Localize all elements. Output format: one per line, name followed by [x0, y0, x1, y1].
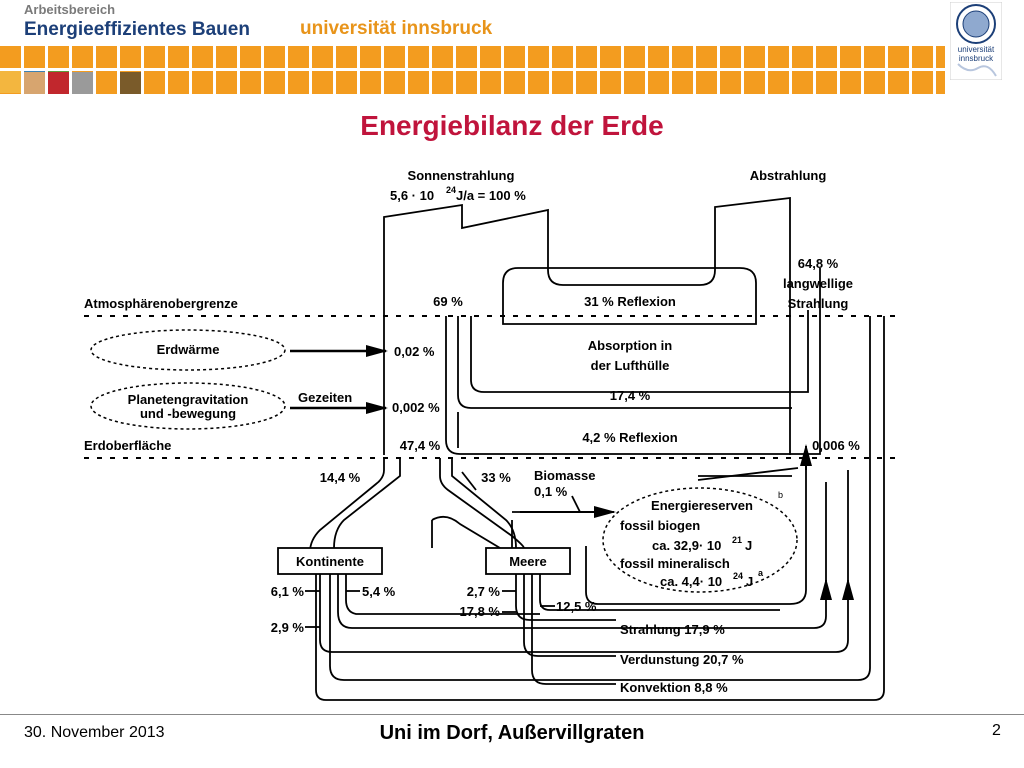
label-5-4: 5,4 %	[362, 584, 396, 599]
university-name: universität innsbruck	[300, 18, 493, 39]
label-0-1: 0,1 %	[534, 484, 568, 499]
wood-tile-icon	[120, 72, 141, 94]
label-0-02: 0,02 %	[394, 344, 435, 359]
label-0-002: 0,002 %	[392, 400, 440, 415]
label-energiereserven: Energiereserven	[651, 498, 753, 513]
label-a-mark: a	[758, 568, 764, 578]
svg-text:innsbruck: innsbruck	[959, 54, 994, 63]
footer-date: 30. November 2013	[24, 724, 165, 741]
label-fossil-mineral: fossil mineralisch	[620, 556, 730, 571]
label-biogen-exp: 21	[732, 535, 742, 545]
sun-tile-icon	[0, 71, 21, 93]
page-number: 2	[992, 722, 1001, 739]
house-tile-icon	[72, 72, 93, 94]
label-reflexion-31: 31 % Reflexion	[584, 294, 676, 309]
wall-tile-icon	[24, 72, 45, 94]
label-planeten-2: und -bewegung	[140, 406, 236, 421]
label-33: 33 %	[481, 470, 511, 485]
label-kontinente: Kontinente	[296, 554, 364, 569]
header-banner: Arbeitsbereich Energieeffizientes Bauen …	[0, 0, 1024, 96]
slide-title: Energiebilanz der Erde	[360, 110, 664, 141]
label-erdwaerme: Erdwärme	[157, 342, 220, 357]
label-69: 69 %	[433, 294, 463, 309]
label-langwellig-1: 64,8 %	[798, 256, 839, 271]
flow-lines	[305, 196, 885, 701]
planeten-ellipse	[90, 382, 286, 430]
label-reflexion-4-2: 4,2 % Reflexion	[582, 430, 677, 445]
label-meere: Meere	[509, 554, 547, 569]
label-langwellig-3: Strahlung	[788, 296, 849, 311]
label-12-5: 12,5 %	[556, 599, 597, 614]
label-2-9: 2,9 %	[271, 620, 305, 635]
kontinente-box	[277, 547, 383, 575]
label-6-1: 6,1 %	[271, 584, 305, 599]
label-sonnenstrahlung: Sonnenstrahlung	[408, 168, 515, 183]
label-absorption-1: Absorption in	[588, 338, 673, 353]
label-2-7: 2,7 %	[467, 584, 501, 599]
label-14-4: 14,4 %	[320, 470, 361, 485]
svg-text:universität: universität	[958, 45, 995, 54]
label-0-006: 0,006 %	[812, 438, 860, 453]
department-name: Energieeffizientes Bauen	[24, 19, 250, 40]
label-17-4: 17,4 %	[610, 388, 651, 403]
label-atmos-grenze: Atmosphärenobergrenze	[84, 296, 238, 311]
university-seal-icon: universität innsbruck	[950, 2, 1002, 80]
label-17-8: 17,8 %	[460, 604, 501, 619]
label-biogen-value: ca. 32,9· 10	[652, 538, 721, 553]
label-sonne-value-b: J/a = 100 %	[456, 188, 526, 203]
label-mineral-value: ca. 4,4· 10	[660, 574, 722, 589]
label-strahlung: Strahlung 17,9 %	[620, 622, 725, 637]
meere-box	[485, 547, 571, 575]
label-b-mark: b	[778, 490, 783, 500]
label-verdunstung: Verdunstung 20,7 %	[620, 652, 744, 667]
footer-event: Uni im Dorf, Außervillgraten	[379, 722, 645, 744]
label-langwellig-2: langwellige	[783, 276, 853, 291]
label-gezeiten: Gezeiten	[298, 390, 352, 405]
label-biogen-unit: J	[745, 538, 752, 553]
label-sonne-exp: 24	[446, 185, 456, 195]
label-biomasse: Biomasse	[534, 468, 595, 483]
energiereserven-ellipse	[602, 487, 798, 593]
footer-divider	[0, 714, 1024, 715]
label-planeten-1: Planetengravitation	[128, 392, 249, 407]
label-mineral-unit: J	[746, 574, 753, 589]
label-fossil-biogen: fossil biogen	[620, 518, 700, 533]
energy-balance-diagram: Sonnenstrahlung 5,6 · 10 24 J/a = 100 % …	[84, 168, 895, 701]
label-erdoberflaeche: Erdoberfläche	[84, 438, 171, 453]
label-sonne-value-a: 5,6 · 10	[390, 188, 434, 203]
label-47-4: 47,4 %	[400, 438, 441, 453]
label-abstrahlung: Abstrahlung	[750, 168, 827, 183]
orange-tile-stripe	[0, 46, 945, 94]
erdwaerme-ellipse	[90, 329, 286, 371]
department-label: Arbeitsbereich	[24, 2, 116, 17]
label-absorption-2: der Lufthülle	[591, 358, 670, 373]
label-konvektion: Konvektion 8,8 %	[620, 680, 728, 695]
label-mineral-exp: 24	[733, 571, 743, 581]
flame-tile-icon	[48, 72, 69, 94]
